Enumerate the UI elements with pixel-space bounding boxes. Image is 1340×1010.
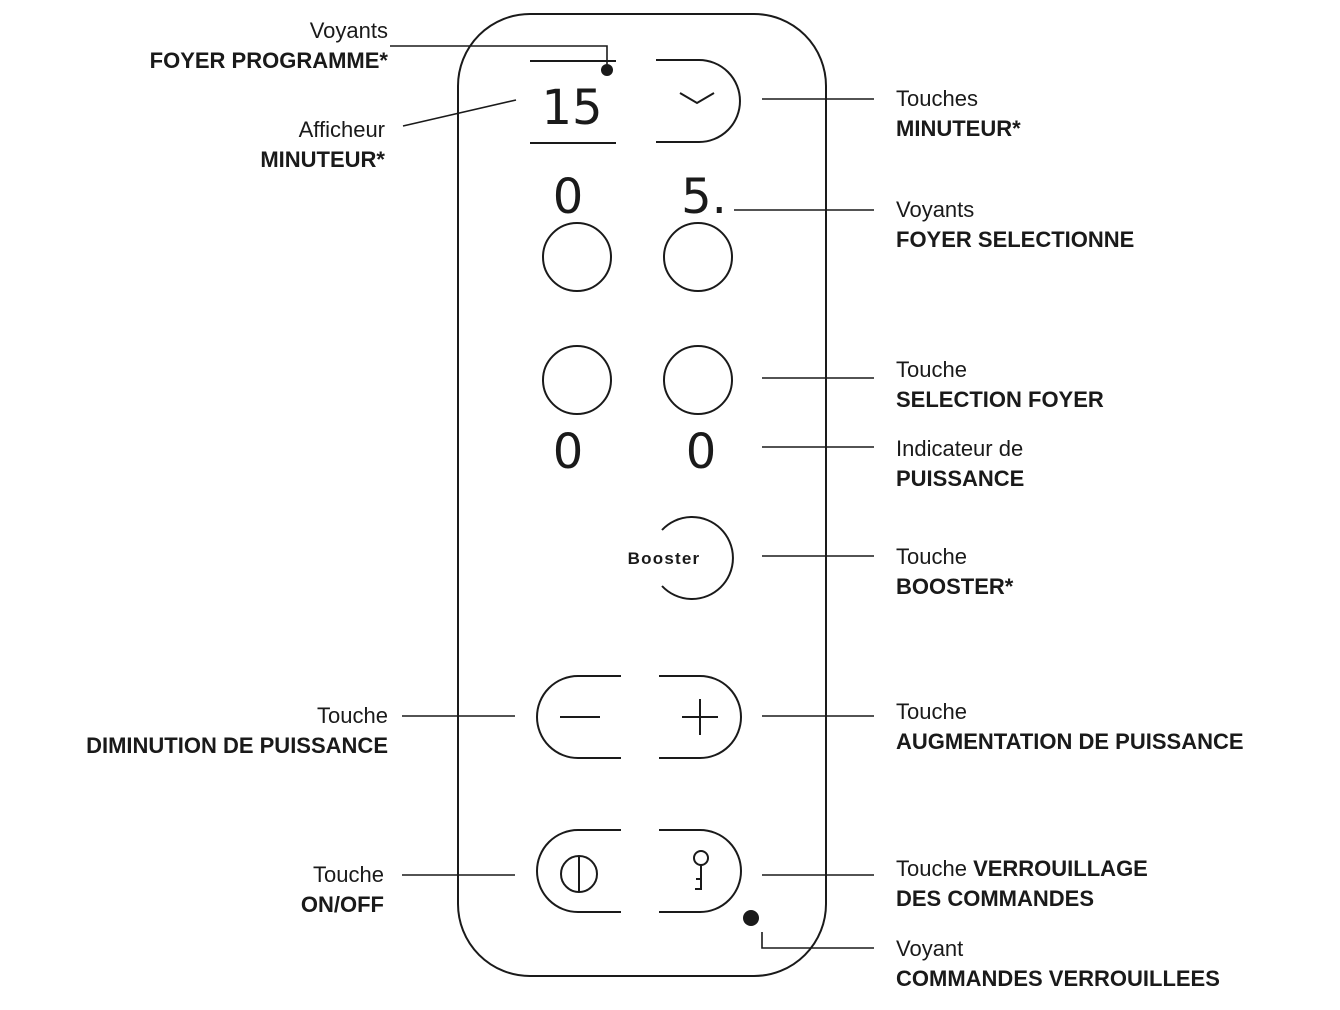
- label-line-bold: DIMINUTION DE PUISSANCE: [86, 733, 388, 758]
- zone-select-button-top-left[interactable]: [542, 222, 612, 292]
- label-touche-verrouillage: Touche VERROUILLAGE DES COMMANDES: [896, 854, 1148, 914]
- label-touche-augmentation: Touche AUGMENTATION DE PUISSANCE: [896, 697, 1244, 757]
- selected-zone-indicator-right: 5.: [681, 169, 727, 225]
- zone-select-button-bottom-left[interactable]: [542, 345, 612, 415]
- label-line: Indicateur de: [896, 436, 1024, 461]
- timer-display-value: 15: [541, 80, 602, 136]
- label-touches-minuteur: Touches MINUTEUR*: [896, 84, 1021, 144]
- timer-button[interactable]: [656, 59, 741, 143]
- label-fragment: Touche: [896, 856, 974, 881]
- leader-voyant-commandes-verrouillees: [761, 932, 874, 949]
- power-icon: [560, 855, 598, 893]
- label-line-bold: SELECTION FOYER: [896, 387, 1104, 412]
- timer-display: 15: [530, 60, 616, 144]
- zone-select-button-bottom-right[interactable]: [663, 345, 733, 415]
- on-off-button[interactable]: [536, 829, 621, 913]
- label-line-bold: ON/OFF: [300, 892, 384, 917]
- power-increase-button[interactable]: [659, 675, 742, 759]
- label-line-bold: MINUTEUR*: [260, 147, 385, 172]
- label-line: Touche: [317, 703, 388, 728]
- label-voyants-foyer-programme: Voyants FOYER PROGRAMME*: [150, 16, 388, 76]
- label-line-bold: DES COMMANDES: [896, 886, 1095, 911]
- label-afficheur-minuteur: Afficheur MINUTEUR*: [260, 115, 385, 175]
- label-line: Voyants: [309, 18, 388, 43]
- label-line: Touche: [313, 862, 384, 887]
- label-line-bold: MINUTEUR*: [896, 116, 1021, 141]
- leader-voyants-foyer-programme: [390, 45, 608, 64]
- label-line: Voyants: [896, 197, 975, 222]
- label-touche-selection-foyer: Touche SELECTION FOYER: [896, 355, 1104, 415]
- chevron-down-icon: [679, 92, 715, 105]
- label-line: Touches: [896, 86, 978, 111]
- label-line: Voyant: [896, 936, 964, 961]
- locked-indicator-dot: [743, 910, 759, 926]
- booster-button[interactable]: Booster: [628, 516, 734, 600]
- control-panel: [457, 13, 827, 977]
- label-line: Afficheur: [298, 117, 385, 142]
- label-line: Touche: [896, 357, 967, 382]
- label-fragment-bold: VERROUILLAGE: [973, 856, 1148, 881]
- power-level-indicator-left: 0: [553, 424, 584, 480]
- key-icon: [693, 850, 709, 890]
- label-line-bold: PUISSANCE: [896, 466, 1025, 491]
- label-line: Touche: [896, 699, 967, 724]
- label-line: Touche: [896, 544, 967, 569]
- power-decrease-button[interactable]: [536, 675, 621, 759]
- power-level-indicator-right: 0: [686, 424, 717, 480]
- label-line: Touche VERROUILLAGE: [896, 854, 1148, 884]
- label-line-bold: COMMANDES VERROUILLEES: [896, 966, 1220, 991]
- label-line-bold: FOYER PROGRAMME*: [149, 48, 388, 73]
- label-line-bold: FOYER SELECTIONNE: [896, 227, 1135, 252]
- foyer-programme-indicator-dot: [601, 64, 613, 76]
- label-voyants-foyer-selectionne: Voyants FOYER SELECTIONNE: [896, 195, 1134, 255]
- label-touche-booster: Touche BOOSTER*: [896, 542, 1013, 602]
- plus-icon: [682, 699, 718, 735]
- label-line-bold: AUGMENTATION DE PUISSANCE: [896, 729, 1244, 754]
- label-touche-onoff: Touche ON/OFF: [301, 860, 384, 920]
- zone-select-button-top-right[interactable]: [663, 222, 733, 292]
- control-lock-button[interactable]: [659, 829, 742, 913]
- label-touche-diminution: Touche DIMINUTION DE PUISSANCE: [86, 701, 388, 761]
- label-voyant-commandes-verrouillees: Voyant COMMANDES VERROUILLEES: [896, 934, 1220, 994]
- leader-lines: [390, 45, 874, 949]
- selected-zone-indicator-left: 0: [553, 169, 584, 225]
- booster-button-label: Booster: [628, 549, 701, 568]
- label-line-bold: BOOSTER*: [896, 574, 1014, 599]
- leader-afficheur-minuteur: [402, 99, 517, 127]
- label-indicateur-puissance: Indicateur de PUISSANCE: [896, 434, 1024, 494]
